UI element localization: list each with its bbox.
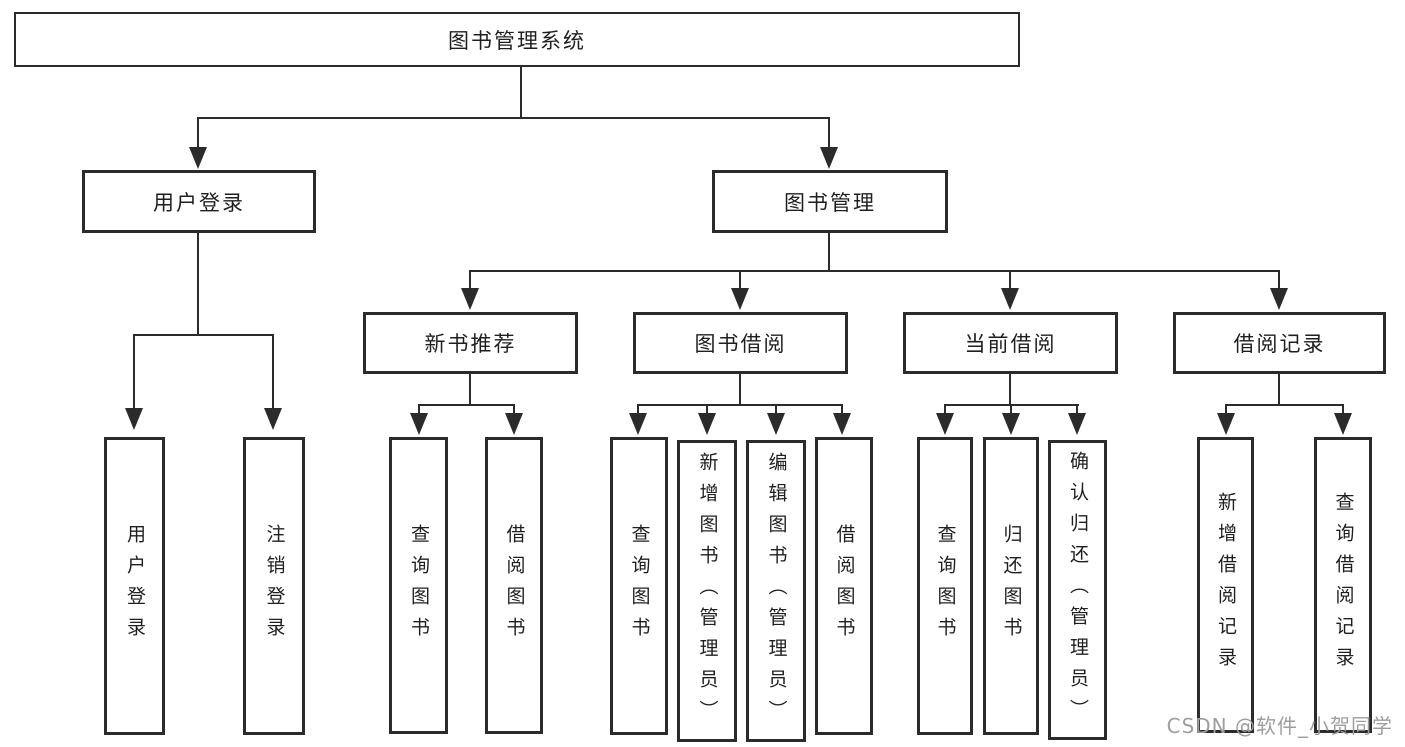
connector-line [637, 404, 843, 406]
connector-line [470, 270, 1280, 272]
leaf-borrow-edit-admin: 编辑图书（管理员） [746, 440, 806, 742]
node-book-borrow: 图书借阅 [633, 312, 848, 374]
arrow-down [1334, 413, 1352, 435]
connector-line [1076, 404, 1078, 415]
arrow-down [833, 413, 851, 435]
node-user-login: 用户登录 [82, 170, 316, 233]
connector-line [775, 404, 777, 415]
leaf-current-return: 归还图书 [983, 437, 1039, 735]
arrow-down [505, 413, 523, 435]
leaf-borrow-borrow: 借阅图书 [815, 437, 873, 735]
connector-line [739, 270, 741, 290]
connector-line [1278, 374, 1280, 406]
leaf-records-query: 查询借阅记录 [1314, 437, 1372, 733]
arrow-down [1068, 413, 1086, 435]
csdn-watermark: CSDN @软件_小贺同学 [1166, 714, 1393, 738]
connector-line [637, 404, 639, 415]
connector-line [197, 117, 830, 119]
arrow-down [125, 408, 143, 430]
leaf-records-add: 新增借阅记录 [1197, 437, 1254, 733]
arrow-down [698, 413, 716, 435]
connector-line [944, 404, 946, 415]
connector-line [1225, 404, 1344, 406]
arrow-down [767, 413, 785, 435]
connector-line [272, 334, 274, 410]
connector-line [520, 65, 522, 118]
connector-line [1278, 270, 1280, 290]
connector-line [828, 231, 830, 272]
arrow-down [410, 413, 428, 435]
leaf-newbooks-borrow: 借阅图书 [485, 437, 543, 734]
arrow-down [1217, 413, 1235, 435]
connector-line [469, 374, 471, 406]
connector-line [841, 404, 843, 415]
leaf-borrow-query: 查询图书 [610, 437, 668, 735]
connector-line [513, 404, 515, 415]
arrow-down [189, 147, 207, 169]
arrow-down [1270, 288, 1288, 310]
connector-line [197, 117, 199, 149]
connector-line [1225, 404, 1227, 415]
leaf-user-login: 用户登录 [104, 437, 165, 735]
connector-line [418, 404, 515, 406]
connector-line [1010, 404, 1012, 415]
connector-line [828, 117, 830, 149]
leaf-current-query: 查询图书 [917, 437, 973, 735]
connector-line [134, 334, 274, 336]
arrow-down [461, 288, 479, 310]
arrow-down [1002, 413, 1020, 435]
leaf-borrow-add-admin: 新增图书（管理员） [677, 440, 737, 742]
leaf-current-confirm-admin: 确认归还（管理员） [1048, 440, 1107, 740]
node-new-books: 新书推荐 [363, 312, 578, 374]
arrow-down [629, 413, 647, 435]
connector-line [739, 374, 741, 406]
leaf-newbooks-query: 查询图书 [389, 437, 448, 734]
connector-line [133, 334, 135, 410]
connector-line [197, 231, 199, 335]
node-book-mgmt: 图书管理 [712, 170, 948, 233]
node-current-borrow: 当前借阅 [903, 312, 1118, 374]
node-root: 图书管理系统 [14, 12, 1020, 67]
arrow-down [820, 147, 838, 169]
connector-line [418, 404, 420, 415]
arrow-down [731, 288, 749, 310]
arrow-down [936, 413, 954, 435]
connector-line [469, 270, 471, 290]
connector-line [1009, 270, 1011, 290]
node-borrow-records: 借阅记录 [1173, 312, 1386, 374]
connector-line [706, 404, 708, 415]
connector-line [1342, 404, 1344, 415]
leaf-logout: 注销登录 [243, 437, 305, 735]
connector-line [1009, 374, 1011, 406]
arrow-down [264, 408, 282, 430]
arrow-down [1001, 288, 1019, 310]
